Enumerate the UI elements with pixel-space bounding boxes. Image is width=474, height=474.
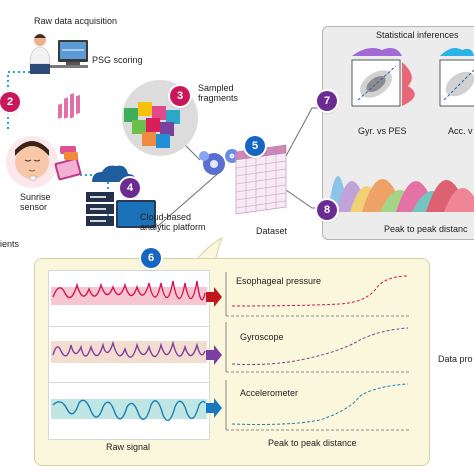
peak-trend-accelerometer: [225, 380, 410, 431]
row-label-accelerometer: Accelerometer: [240, 388, 299, 398]
peak-trend-gyroscope: [225, 322, 410, 373]
statistical-inferences-title: Statistical inferences: [376, 30, 459, 40]
esophageal-waveform: [51, 280, 207, 305]
scatter-left-label: Gyr. vs PES: [358, 126, 407, 136]
patient-illustration: [6, 136, 58, 188]
psg-scoring-label: PSG scoring: [92, 55, 143, 65]
smartphone-illustration: [54, 157, 82, 181]
chat-bubbles-illustration: [60, 146, 78, 160]
gyroscope-waveform: [51, 340, 207, 363]
raw-data-acquisition-label: Raw data acquisition: [34, 16, 118, 26]
panel-pointer: [197, 236, 223, 259]
raw-signal-gyroscope-box: [48, 326, 210, 384]
signal-bars-illustration: [58, 93, 80, 119]
step-8-badge: 8: [317, 200, 337, 220]
dataset-label: Dataset: [256, 226, 288, 236]
gyroscope-band: [51, 341, 207, 363]
sampled-fragments-label: Sampled fragments: [198, 83, 239, 104]
step-3-badge: 3: [170, 86, 190, 106]
gears-illustration: [199, 149, 239, 175]
accelerometer-band: [51, 399, 207, 419]
sunrise-sensor-label: Sunrise sensor: [20, 192, 51, 213]
accelerometer-waveform: [51, 399, 207, 422]
peak-trend-esophageal: [225, 272, 410, 317]
raw-signal-label: Raw signal: [106, 442, 151, 452]
raw-signal-esophageal-box: [48, 270, 210, 328]
peak-distance-label: Peak to peak distance: [268, 438, 357, 448]
row-label-gyroscope: Gyroscope: [240, 332, 284, 342]
row-label-esophageal: Esophageal pressure: [236, 276, 322, 286]
step-6-badge: 6: [141, 248, 161, 268]
dataset-grid: [235, 144, 287, 215]
step-2-badge: 2: [0, 92, 20, 112]
patients-label: ients: [0, 239, 20, 249]
step-7-badge: 7: [317, 91, 337, 111]
scatter-plot-gyr-vs-pes: [351, 48, 415, 107]
step-4-badge: 4: [120, 178, 140, 198]
scatter-right-label: Acc. v: [448, 126, 473, 136]
cloud-server-illustration: [86, 165, 156, 228]
density-plot: [328, 176, 474, 212]
density-plot-label: Peak to peak distanc: [384, 224, 468, 234]
step-5-badge: 5: [245, 136, 265, 156]
technician-illustration: [29, 34, 88, 74]
data-processing-side-label: Data pro: [438, 354, 473, 364]
scatter-plot-acc: [439, 48, 474, 107]
cloud-platform-label: Cloud-based analytic platform: [140, 212, 206, 233]
raw-signal-accelerometer-box: [48, 382, 210, 440]
